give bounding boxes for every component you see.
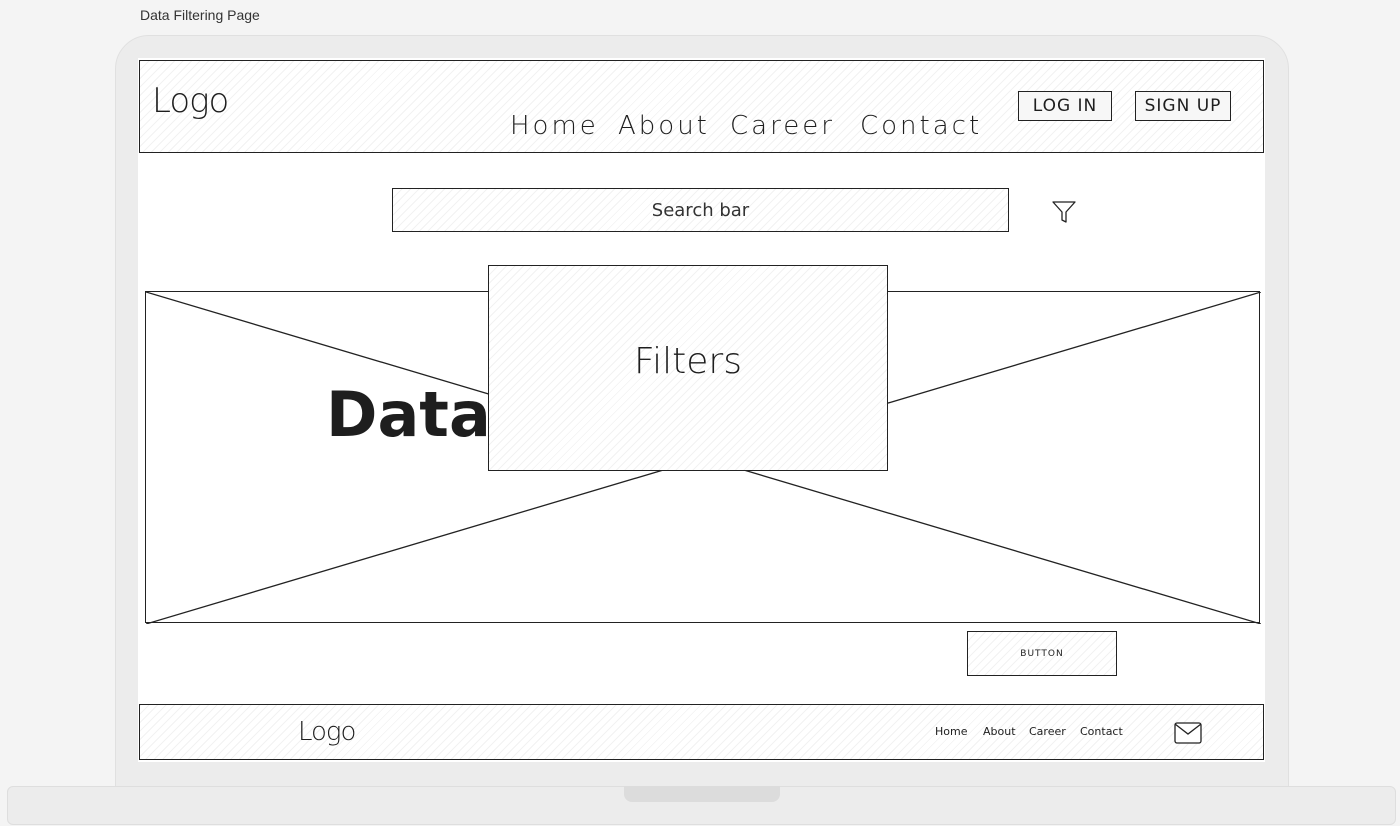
nav-item-contact[interactable]: Contact	[860, 111, 983, 141]
footer-logo[interactable]: Logo	[298, 717, 356, 747]
laptop-notch	[624, 786, 780, 802]
page-label: Data Filtering Page	[140, 7, 260, 23]
filters-title: Filters	[634, 341, 742, 382]
footer-link-about[interactable]: About	[983, 725, 1016, 738]
login-button[interactable]: LOG IN	[1018, 91, 1112, 121]
screen: Logo Home About Career Contact LOG IN SI…	[138, 58, 1265, 762]
header: Logo Home About Career Contact LOG IN SI…	[139, 60, 1264, 153]
search-input[interactable]: Search bar	[392, 188, 1009, 232]
filters-panel[interactable]: Filters	[488, 265, 888, 471]
signup-button[interactable]: SIGN UP	[1135, 91, 1231, 121]
footer-link-career[interactable]: Career	[1029, 725, 1066, 738]
footer: Logo Home About Career Contact	[139, 704, 1264, 760]
data-label: Data	[326, 378, 491, 451]
action-button[interactable]: BUTTON	[967, 631, 1117, 676]
footer-link-home[interactable]: Home	[935, 725, 968, 738]
header-logo[interactable]: Logo	[152, 81, 229, 121]
nav-item-home[interactable]: Home	[510, 111, 599, 141]
nav-item-career[interactable]: Career	[730, 111, 835, 141]
footer-link-contact[interactable]: Contact	[1080, 725, 1123, 738]
nav-item-about[interactable]: About	[618, 111, 710, 141]
mail-icon[interactable]	[1174, 722, 1202, 744]
filter-icon[interactable]	[1051, 199, 1077, 225]
